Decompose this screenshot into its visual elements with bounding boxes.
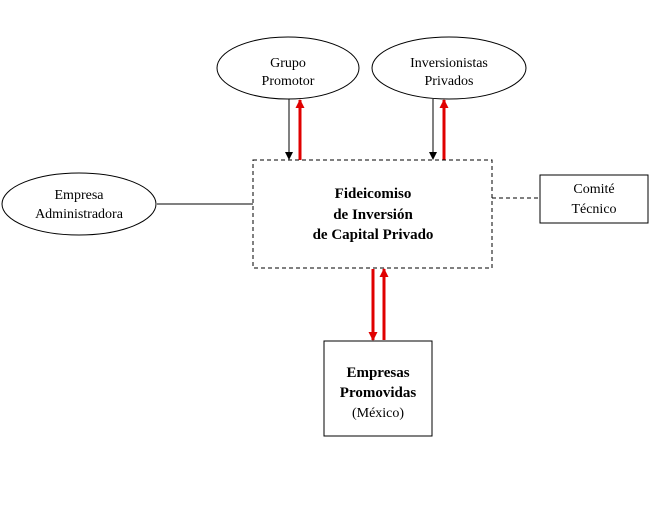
fideicomiso-node: Fideicomiso de Inversión de Capital Priv…: [252, 159, 493, 269]
node-label: Empresa: [55, 188, 105, 203]
comite-tecnico-node: Comité Técnico: [539, 174, 649, 224]
node-label: Administradora: [35, 207, 124, 222]
node-label: Grupo: [270, 56, 306, 71]
node-label: Promotor: [262, 74, 315, 89]
node-label: Fideicomiso: [335, 186, 412, 202]
node-label: Privados: [425, 74, 474, 89]
node-label: (México): [352, 406, 404, 421]
node-label: Inversionistas: [410, 56, 488, 71]
node-label: Comité: [573, 182, 614, 197]
grupo-promotor-node: Grupo Promotor: [216, 36, 360, 100]
empresas-promovidas-node: Empresas Promovidas (México): [323, 340, 433, 437]
node-label: Promovidas: [340, 385, 417, 401]
node-label: Empresas: [346, 365, 409, 381]
node-label: de Inversión: [333, 207, 413, 223]
inversionistas-privados-node: Inversionistas Privados: [371, 36, 527, 100]
node-label: Técnico: [571, 202, 616, 217]
node-label: de Capital Privado: [313, 227, 434, 243]
empresa-administradora-node: Empresa Administradora: [1, 172, 157, 236]
